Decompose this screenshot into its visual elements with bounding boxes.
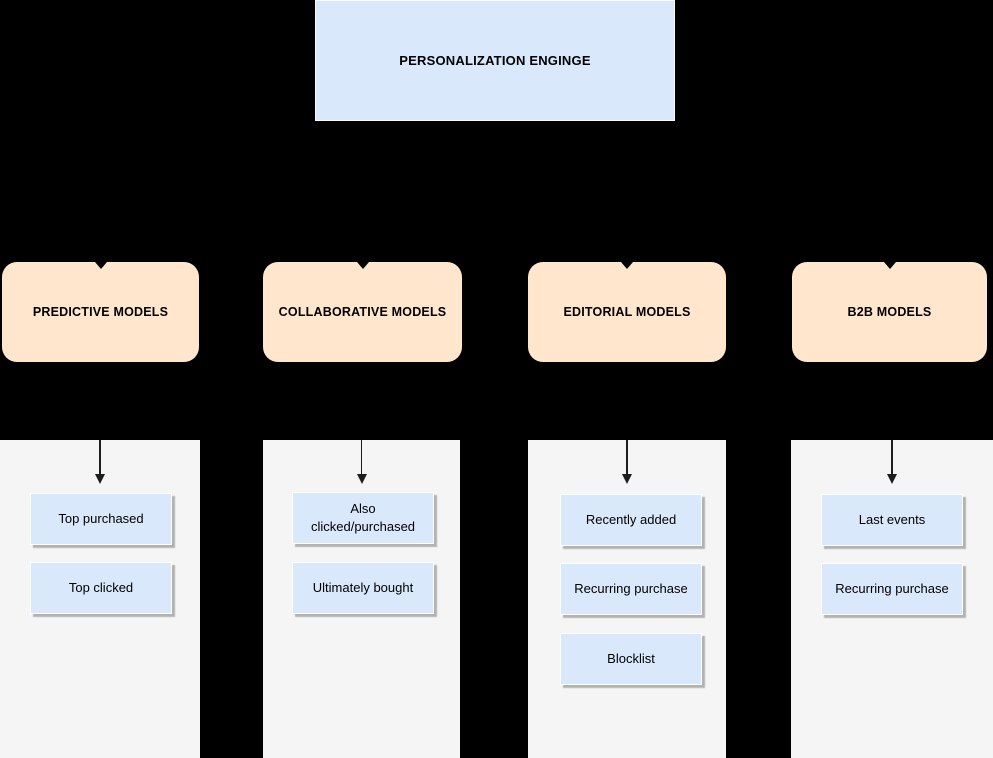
item-label: Top purchased <box>58 511 144 527</box>
category-label: B2B MODELS <box>847 305 932 319</box>
category-node-collaborative-models: COLLABORATIVE MODELS <box>263 262 462 362</box>
column-b2b-items: Last events Recurring purchase <box>791 440 993 758</box>
item-label: Last events <box>858 512 926 528</box>
item-box-ultimately-bought: Ultimately bought <box>292 562 434 614</box>
item-label: Recently added <box>585 512 677 528</box>
item-label: Blocklist <box>607 651 655 667</box>
connector-arrowhead-icon <box>883 262 896 269</box>
item-label: Top clicked <box>68 580 134 596</box>
item-label: Also clicked/purchased <box>310 501 416 534</box>
category-node-editorial-models: EDITORIAL MODELS <box>528 262 726 362</box>
item-box-last-events: Last events <box>821 494 963 546</box>
category-label: EDITORIAL MODELS <box>563 305 691 319</box>
column-predictive-items: Top purchased Top clicked <box>0 440 200 758</box>
category-node-predictive-models: PREDICTIVE MODELS <box>2 262 199 362</box>
connector-arrowhead-icon <box>356 262 369 269</box>
category-label: COLLABORATIVE MODELS <box>278 305 447 319</box>
item-box-recently-added: Recently added <box>560 494 702 546</box>
root-node-label: PERSONALIZATION ENGINGE <box>399 53 591 68</box>
item-label: Ultimately bought <box>312 580 414 596</box>
item-box-recurring-purchase: Recurring purchase <box>560 563 702 615</box>
item-label: Recurring purchase <box>835 581 949 597</box>
item-box-top-purchased: Top purchased <box>30 493 172 545</box>
item-box-also-clicked-purchased: Also clicked/purchased <box>292 492 434 544</box>
category-label: PREDICTIVE MODELS <box>32 305 169 319</box>
item-box-blocklist: Blocklist <box>560 633 702 685</box>
item-box-top-clicked: Top clicked <box>30 562 172 614</box>
item-label: Recurring purchase <box>574 581 688 597</box>
column-collaborative-items: Also clicked/purchased Ultimately bought <box>263 440 460 758</box>
column-editorial-items: Recently added Recurring purchase Blockl… <box>528 440 726 758</box>
connector-arrowhead-icon <box>94 262 107 269</box>
category-node-b2b-models: B2B MODELS <box>792 262 987 362</box>
connector-arrowhead-icon <box>621 262 633 269</box>
root-node-personalization-engine: PERSONALIZATION ENGINGE <box>315 0 675 121</box>
item-box-recurring-purchase-b2b: Recurring purchase <box>821 563 963 615</box>
